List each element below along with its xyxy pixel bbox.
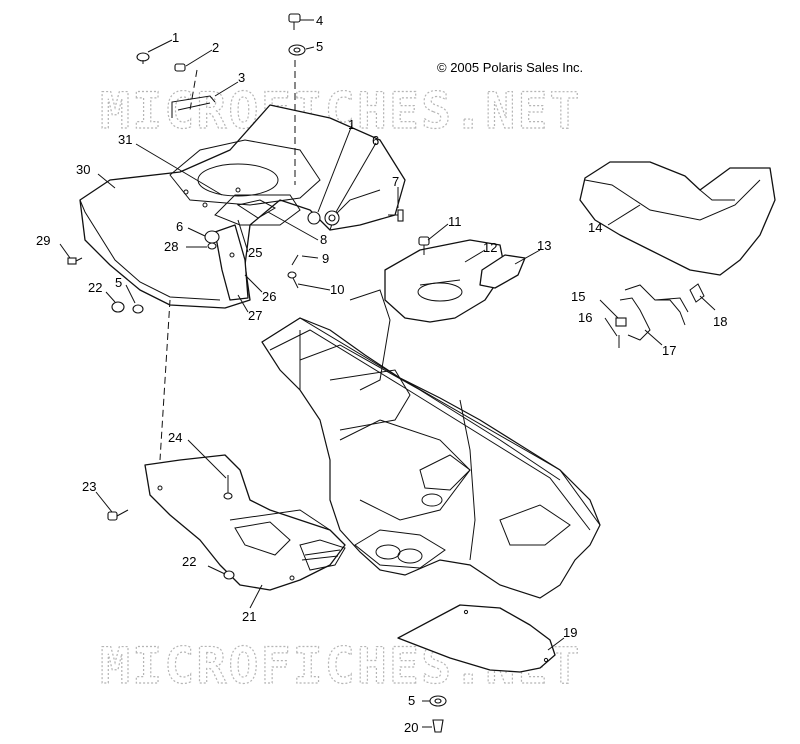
bolt-4 — [288, 13, 301, 30]
washer-5 — [288, 44, 306, 56]
tank-cover — [384, 239, 506, 323]
fender-bracket — [214, 224, 249, 301]
bolt-23 — [107, 509, 129, 521]
callout-15: 15 — [571, 289, 585, 304]
callout-17: 17 — [662, 343, 676, 358]
grommet-6 — [204, 230, 220, 244]
bolt-11 — [418, 236, 430, 255]
bolt-10 — [287, 271, 299, 289]
callout-21: 21 — [242, 609, 256, 624]
pin-9 — [291, 254, 299, 266]
callout-22b: 22 — [182, 554, 196, 569]
bolt-1 — [136, 52, 150, 64]
washer-5-lower — [429, 695, 447, 707]
seat — [579, 161, 776, 276]
washer-5-left — [132, 304, 144, 314]
callout-2: 2 — [212, 40, 219, 55]
callout-26: 26 — [262, 289, 276, 304]
callout-labels: 1 2 3 4 5 1 6 7 31 30 6 28 25 8 9 10 11 … — [36, 13, 727, 735]
callout-1b: 1 — [348, 117, 355, 132]
screw-7 — [388, 209, 404, 222]
callout-9: 9 — [322, 251, 329, 266]
callout-5b: 5 — [115, 275, 122, 290]
trace-line — [189, 69, 198, 111]
copyright-notice: © 2005 Polaris Sales Inc. — [437, 60, 583, 75]
foot-plate — [397, 604, 556, 673]
fastener-2 — [174, 63, 186, 72]
callout-25: 25 — [248, 245, 262, 260]
callout-1: 1 — [172, 30, 179, 45]
callout-5c: 5 — [408, 693, 415, 708]
skid-plate — [144, 454, 346, 591]
callout-31: 31 — [118, 132, 132, 147]
rivet-28 — [207, 242, 217, 250]
frame-assembly — [261, 289, 601, 599]
callout-24: 24 — [168, 430, 182, 445]
callout-10: 10 — [330, 282, 344, 297]
nut-1 — [307, 211, 321, 225]
callout-5: 5 — [316, 39, 323, 54]
callout-13: 13 — [537, 238, 551, 253]
callout-19: 19 — [563, 625, 577, 640]
callout-27: 27 — [248, 308, 262, 323]
seat-latch — [615, 283, 705, 348]
callout-8: 8 — [320, 232, 327, 247]
callout-6: 6 — [372, 133, 379, 148]
callout-11: 11 — [448, 214, 462, 229]
leader-lines — [59, 19, 716, 728]
callout-6b: 6 — [176, 219, 183, 234]
screw-29 — [67, 257, 83, 265]
callout-18: 18 — [713, 314, 727, 329]
washer-6 — [324, 210, 340, 226]
callout-23: 23 — [82, 479, 96, 494]
foam-pad — [479, 254, 526, 289]
callout-16: 16 — [578, 310, 592, 325]
callout-3: 3 — [238, 70, 245, 85]
callout-12: 12 — [483, 240, 497, 255]
callout-30: 30 — [76, 162, 90, 177]
clip-3 — [171, 95, 216, 118]
callout-29: 29 — [36, 233, 50, 248]
callout-14: 14 — [588, 220, 602, 235]
nut-22 — [111, 301, 125, 313]
callout-20: 20 — [404, 720, 418, 735]
callout-22: 22 — [88, 280, 102, 295]
callout-7: 7 — [392, 174, 399, 189]
callout-4: 4 — [316, 13, 323, 28]
nut-22-lower — [223, 570, 235, 580]
trace-line — [159, 299, 171, 461]
fastener-20 — [432, 719, 444, 733]
bolt-24 — [223, 475, 233, 500]
callout-28: 28 — [164, 239, 178, 254]
